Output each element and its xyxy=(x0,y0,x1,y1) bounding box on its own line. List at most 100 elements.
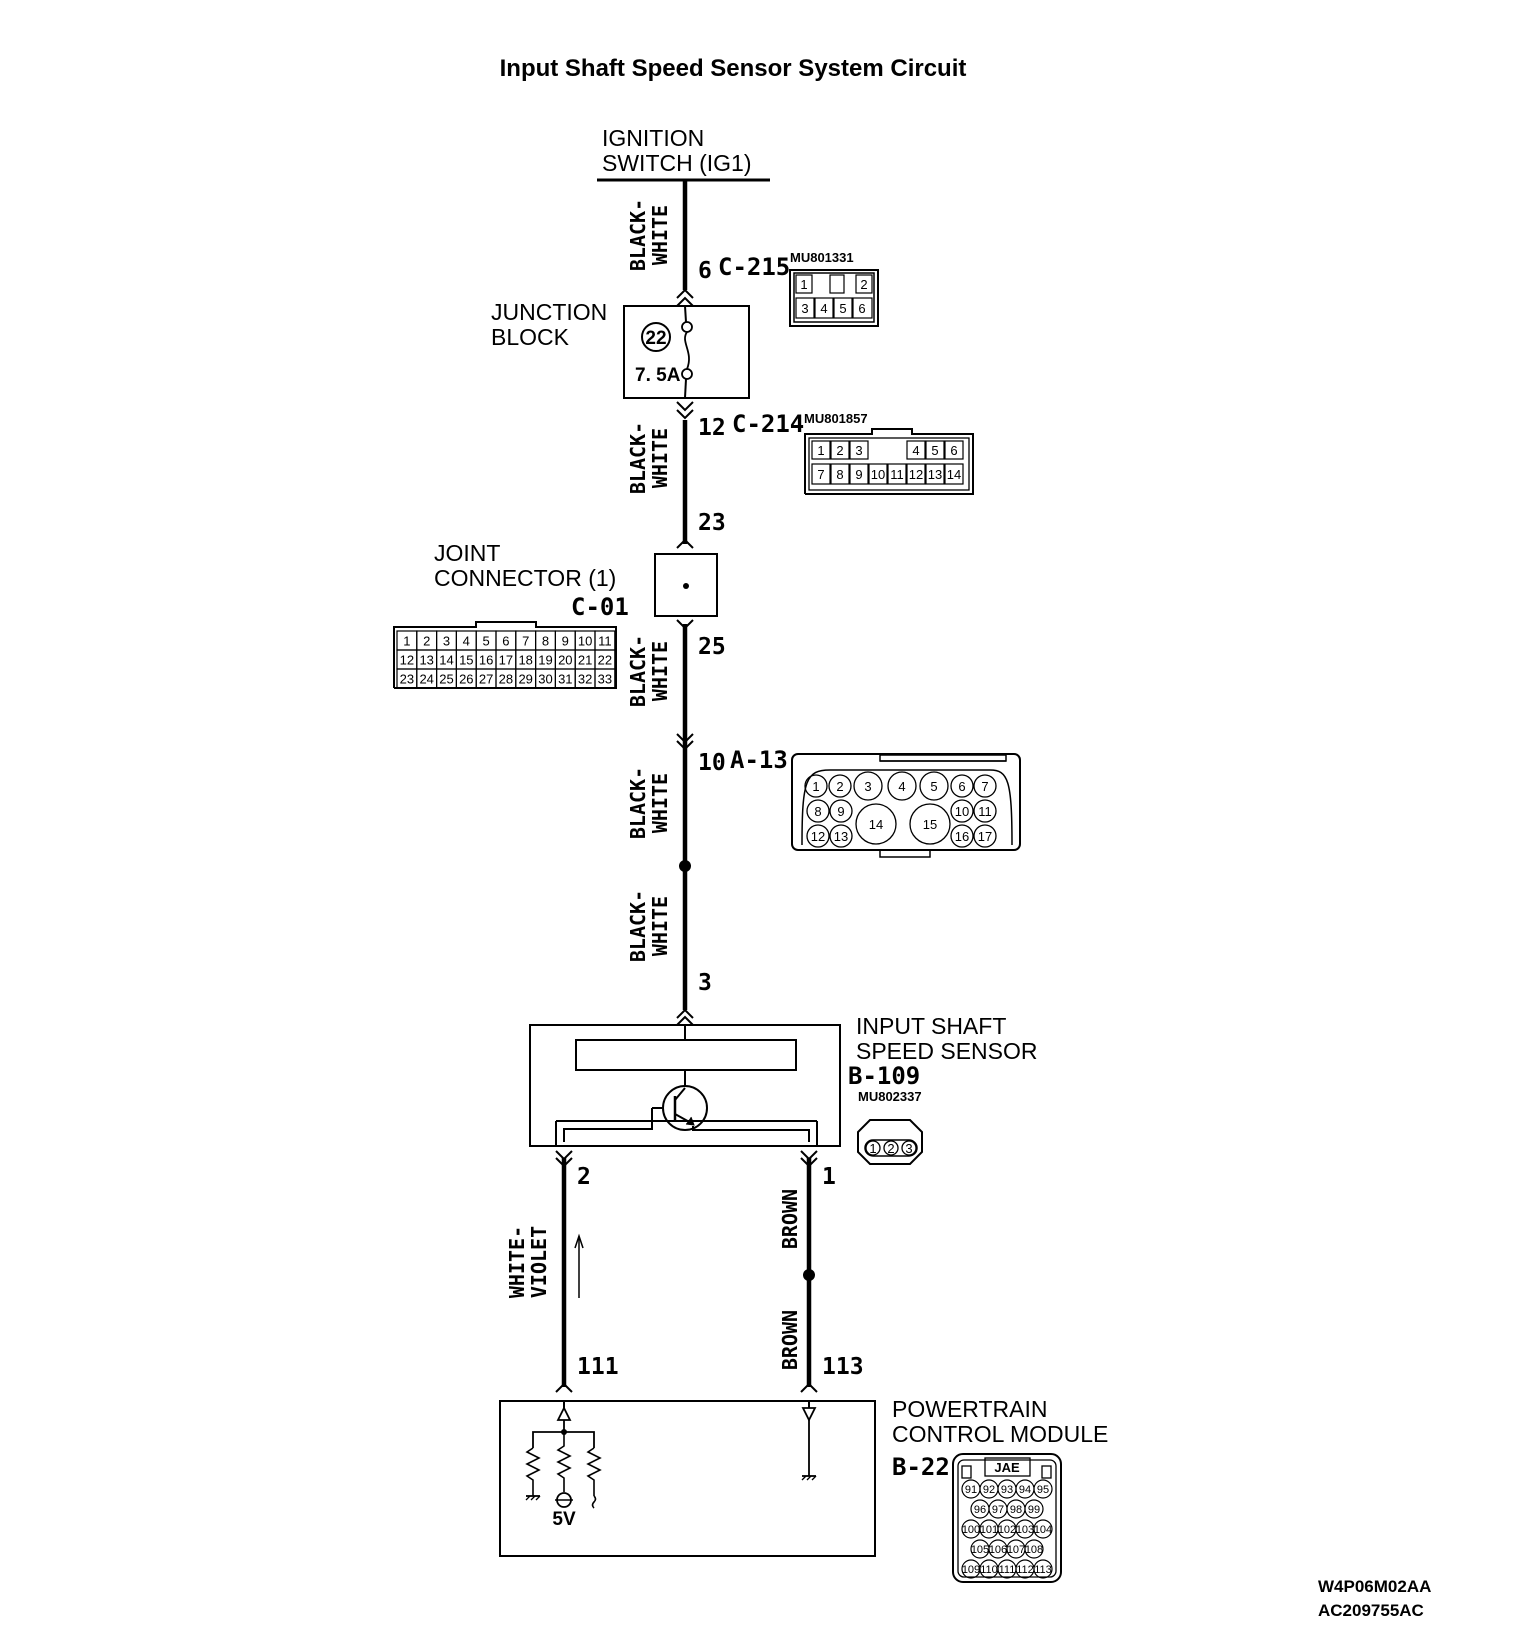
figure-code-1: W4P06M02AA xyxy=(1318,1577,1431,1596)
svg-text:3: 3 xyxy=(864,779,871,794)
c214-pin: 4 xyxy=(906,440,926,460)
svg-text:96: 96 xyxy=(974,1504,986,1516)
wire-label-w5: BLACK- WHITE xyxy=(626,890,672,962)
pin-label-in: 23 xyxy=(698,510,726,536)
fuse-terminal-bottom xyxy=(681,368,693,380)
b22-pin: 101 xyxy=(979,1519,999,1539)
pcm-body xyxy=(499,1400,876,1557)
svg-text:6: 6 xyxy=(502,634,509,649)
svg-text:97: 97 xyxy=(992,1504,1004,1516)
svg-text:27: 27 xyxy=(479,672,493,687)
svg-text:BLACK-: BLACK- xyxy=(626,767,650,839)
a13-pin: 17 xyxy=(973,824,997,848)
svg-text:3: 3 xyxy=(855,443,862,458)
svg-text:30: 30 xyxy=(538,672,552,687)
pin-label-top: 3 xyxy=(698,970,712,996)
svg-text:BLACK-: BLACK- xyxy=(626,890,650,962)
svg-text:109: 109 xyxy=(962,1564,980,1576)
svg-text:14: 14 xyxy=(439,653,453,668)
svg-text:21: 21 xyxy=(578,653,592,668)
b22-pin: 107 xyxy=(1006,1539,1026,1559)
svg-text:8: 8 xyxy=(836,467,843,482)
svg-text:8: 8 xyxy=(542,634,549,649)
sensor-code: B-109 xyxy=(848,1062,920,1090)
svg-text:32: 32 xyxy=(578,672,592,687)
a13-pin: 10 xyxy=(950,799,974,823)
svg-text:10: 10 xyxy=(955,804,969,819)
c214-pin: 1 xyxy=(811,440,831,460)
pin-label: 10 xyxy=(698,750,726,776)
wire-label-w4: BLACK- WHITE xyxy=(626,767,672,839)
svg-text:2: 2 xyxy=(860,277,867,292)
connector-c215: 6 C-215 MU801331 1 2 3 4 5 6 xyxy=(698,250,879,327)
svg-text:100: 100 xyxy=(962,1524,980,1536)
b22-pin: 92 xyxy=(979,1479,999,1499)
svg-text:107: 107 xyxy=(1007,1544,1025,1556)
c214-pin: 13 xyxy=(925,463,945,485)
c01-pin: 4 xyxy=(455,630,477,651)
svg-text:28: 28 xyxy=(499,672,513,687)
a13-pin: 13 xyxy=(829,824,853,848)
pcm-voltage: 5V xyxy=(552,1509,576,1530)
sensor-output-wires: 2 1 111 113 xyxy=(555,1150,864,1393)
a13-pin: 9 xyxy=(829,799,853,823)
svg-text:24: 24 xyxy=(419,672,433,687)
svg-text:112: 112 xyxy=(1016,1564,1034,1576)
pcm-pin-left: 111 xyxy=(577,1354,619,1380)
sensor-element xyxy=(575,1039,797,1071)
connector-code: C-215 xyxy=(718,253,790,281)
svg-text:WHITE: WHITE xyxy=(648,641,672,701)
svg-text:WHITE: WHITE xyxy=(648,428,672,488)
svg-text:10: 10 xyxy=(871,467,885,482)
fuse-number-circle xyxy=(641,322,671,352)
svg-text:9: 9 xyxy=(837,804,844,819)
figure-code-2: AC209755AC xyxy=(1318,1601,1424,1620)
svg-text:95: 95 xyxy=(1037,1484,1049,1496)
c01-pin: 28 xyxy=(495,668,517,689)
ignition-switch: IGNITION SWITCH (IG1) xyxy=(597,125,770,182)
c215-row2: 3 4 5 6 xyxy=(795,297,873,319)
b22-pin: 104 xyxy=(1033,1519,1053,1539)
c01-pin: 33 xyxy=(594,668,616,689)
svg-text:1: 1 xyxy=(800,277,807,292)
svg-text:5: 5 xyxy=(482,634,489,649)
pcm-label-1: POWERTRAIN xyxy=(892,1396,1047,1422)
svg-text:BROWN: BROWN xyxy=(778,1310,802,1370)
b22-pin: 106 xyxy=(988,1539,1008,1559)
svg-text:1: 1 xyxy=(812,779,819,794)
c01-pin: 32 xyxy=(574,668,596,689)
svg-text:104: 104 xyxy=(1034,1524,1052,1536)
c215-row1: 1 2 xyxy=(795,274,873,294)
a13-pin: 12 xyxy=(806,824,830,848)
svg-text:110: 110 xyxy=(980,1564,998,1576)
a13-pin: 1 xyxy=(804,774,828,798)
svg-text:3: 3 xyxy=(801,301,808,316)
svg-text:105: 105 xyxy=(971,1544,989,1556)
svg-text:12: 12 xyxy=(811,829,825,844)
c01-pin: 18 xyxy=(515,649,537,670)
svg-text:WHITE: WHITE xyxy=(648,896,672,956)
wire-label-w7: BROWN xyxy=(778,1189,802,1249)
svg-text:103: 103 xyxy=(1016,1524,1034,1536)
c01-pin: 27 xyxy=(475,668,497,689)
svg-text:17: 17 xyxy=(978,829,992,844)
c01-pin: 26 xyxy=(455,668,477,689)
svg-text:WHITE-: WHITE- xyxy=(505,1226,529,1298)
splice-point-1 xyxy=(679,860,691,872)
b22-pin: 99 xyxy=(1024,1499,1044,1519)
c01-pin: 24 xyxy=(416,668,438,689)
svg-text:4: 4 xyxy=(463,634,470,649)
c214-pin: 8 xyxy=(830,463,850,485)
svg-text:7: 7 xyxy=(522,634,529,649)
c214-pin: 7 xyxy=(811,463,831,485)
c01-pin: 17 xyxy=(495,649,517,670)
c01-pin: 6 xyxy=(495,630,517,651)
fuse-element xyxy=(684,331,690,370)
svg-text:29: 29 xyxy=(518,672,532,687)
a13-pin: 15 xyxy=(909,803,951,845)
part-number: MU801857 xyxy=(804,411,868,426)
c214-pin: 5 xyxy=(925,440,945,460)
b22-pin: 95 xyxy=(1033,1479,1053,1499)
